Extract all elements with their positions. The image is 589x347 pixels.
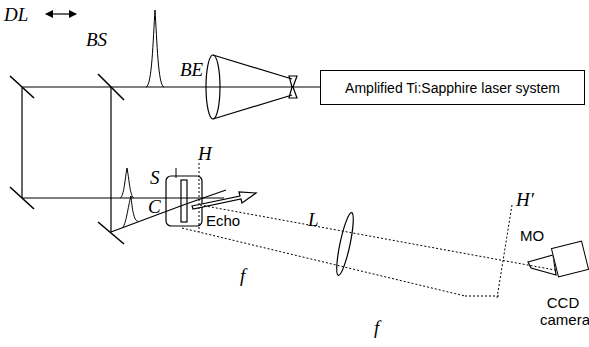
ccd-camera: CCD camera <box>540 244 586 329</box>
node-text: Amplified Ti:Sapphire laser system <box>345 80 560 96</box>
part-label: Echo <box>206 213 240 228</box>
camera-body <box>551 241 589 278</box>
part-label: S <box>150 168 160 187</box>
node-text: CCD camera <box>540 294 586 329</box>
part-label: DL <box>4 5 28 24</box>
part-label: BE <box>180 60 203 79</box>
part-label: f <box>240 266 245 285</box>
laser-box: Amplified Ti:Sapphire laser system <box>320 70 585 105</box>
part-label: H′ <box>516 190 534 209</box>
part-label: H <box>198 144 212 163</box>
part-label: MO <box>520 228 544 243</box>
part-label: L <box>308 210 319 229</box>
part-label: BS <box>86 30 107 49</box>
part-label: C <box>148 197 161 216</box>
part-label: f <box>374 318 379 337</box>
